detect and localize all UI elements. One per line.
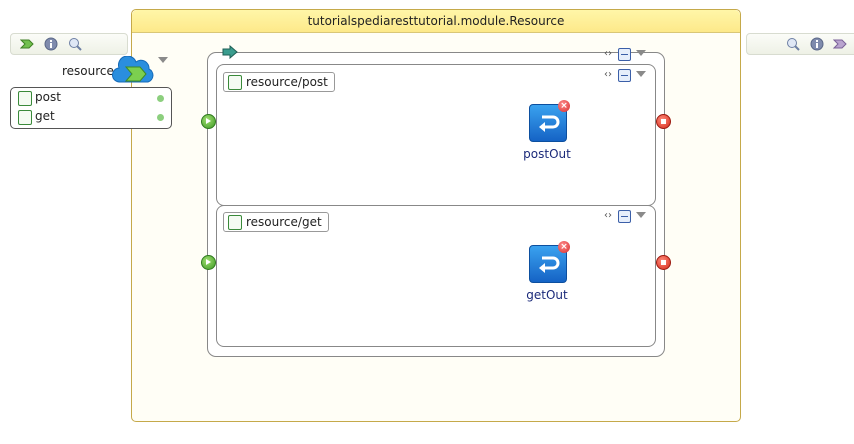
expand-arrows-icon[interactable]: ‹› xyxy=(604,69,612,80)
return-arrow-icon xyxy=(539,115,560,132)
right-palette xyxy=(746,33,854,55)
tab-label: resource/post xyxy=(246,75,328,89)
expand-arrows-icon[interactable]: ‹› xyxy=(604,210,612,221)
operations-list: post get xyxy=(10,87,172,129)
operation-icon xyxy=(18,110,32,125)
error-badge-icon: × xyxy=(558,100,570,112)
tab-label: resource/get xyxy=(246,215,322,229)
cloud-search-icon[interactable] xyxy=(786,37,800,51)
tab-resource-post[interactable]: resource/post xyxy=(223,72,335,92)
expand-arrows-icon[interactable]: ‹› xyxy=(604,48,612,59)
chevron-arrow-icon[interactable] xyxy=(20,37,34,51)
collapse-button[interactable] xyxy=(618,69,631,82)
chevron-down-icon[interactable] xyxy=(636,50,646,56)
operation-icon xyxy=(228,75,242,90)
operation-label: post xyxy=(35,90,61,104)
collapse-button[interactable] xyxy=(618,48,631,61)
reply-label: postOut xyxy=(523,147,571,161)
connection-dot[interactable] xyxy=(157,114,164,121)
start-icon[interactable] xyxy=(201,114,216,129)
cloud-search-icon[interactable] xyxy=(68,37,82,51)
chevron-arrow-icon[interactable] xyxy=(833,37,847,51)
endpoint-label: resource xyxy=(62,64,114,78)
reply-label: getOut xyxy=(526,288,568,302)
stop-icon[interactable] xyxy=(656,114,671,129)
info-icon[interactable] xyxy=(44,37,58,51)
stop-icon[interactable] xyxy=(656,255,671,270)
endpoint-dropdown-icon[interactable] xyxy=(158,57,168,63)
flow-entry-icon[interactable] xyxy=(222,45,238,59)
return-arrow-icon xyxy=(539,256,560,273)
left-palette xyxy=(10,33,128,55)
operation-icon xyxy=(18,91,32,106)
operation-icon xyxy=(228,215,242,230)
chevron-down-icon[interactable] xyxy=(636,212,646,218)
start-icon[interactable] xyxy=(201,255,216,270)
tab-resource-get[interactable]: resource/get xyxy=(223,212,329,232)
operation-label: get xyxy=(35,109,55,123)
cloud-endpoint-icon[interactable] xyxy=(112,56,156,86)
module-title: tutorialspediaresttutorial.module.Resour… xyxy=(132,10,740,33)
chevron-down-icon[interactable] xyxy=(636,71,646,77)
connection-dot[interactable] xyxy=(157,95,164,102)
info-icon[interactable] xyxy=(810,37,824,51)
list-item[interactable]: get xyxy=(11,108,171,126)
error-badge-icon: × xyxy=(558,241,570,253)
collapse-button[interactable] xyxy=(618,210,631,223)
list-item[interactable]: post xyxy=(11,89,171,107)
